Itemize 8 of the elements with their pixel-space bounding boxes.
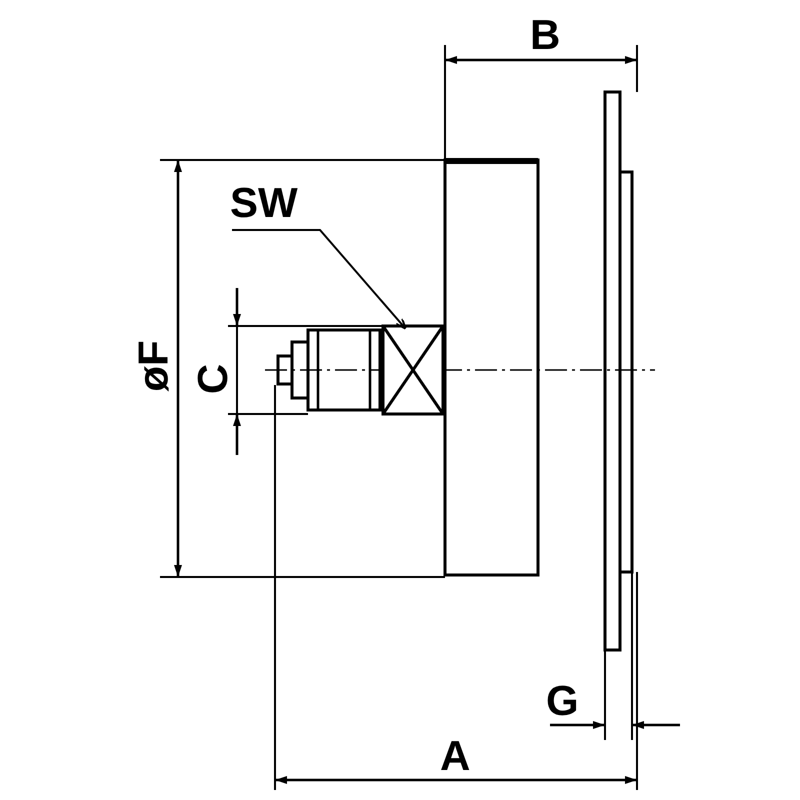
dimension-label: G — [546, 680, 579, 722]
leader-line — [232, 229, 407, 330]
hex-nut — [382, 324, 444, 416]
dimension-label: C — [192, 364, 234, 394]
part-label: SW — [230, 182, 298, 224]
dimension-label: A — [440, 735, 470, 777]
dimension-label: øF — [132, 340, 175, 392]
dimension-label: B — [530, 14, 560, 56]
